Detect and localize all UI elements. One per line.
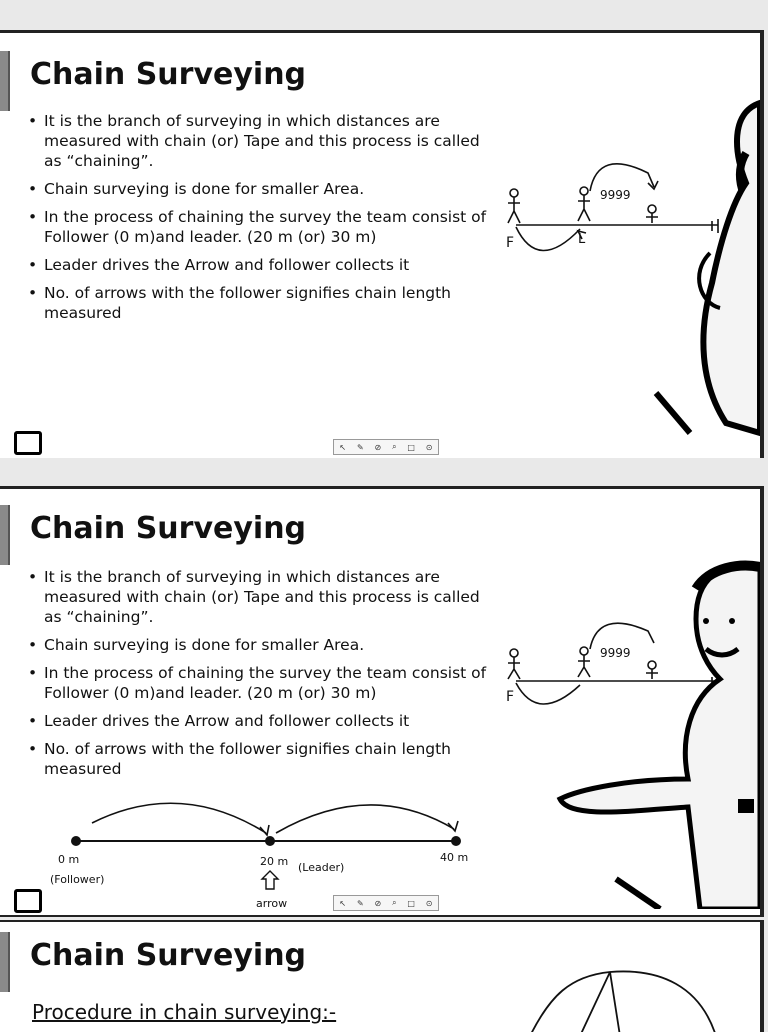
label-follower: (Follower) xyxy=(50,873,104,886)
corner-square-icon xyxy=(14,889,42,913)
slides-icon[interactable]: □ xyxy=(407,442,415,452)
up-arrow-icon xyxy=(260,870,280,890)
label-arrow: arrow xyxy=(256,897,287,909)
eraser-icon[interactable]: ⊘ xyxy=(374,898,382,908)
slide-1: Chain Surveying It is the branch of surv… xyxy=(0,30,764,458)
bullet-item: Chain surveying is done for smaller Area… xyxy=(28,635,488,655)
corner-square-icon xyxy=(14,431,42,455)
polygon-sketch xyxy=(531,970,716,1032)
slide-3: Chain Surveying Procedure in chain surve… xyxy=(0,920,764,1032)
bullet-item: No. of arrows with the follower signifie… xyxy=(28,283,488,323)
follower-mark: F xyxy=(506,235,514,251)
slide-title: Chain Surveying xyxy=(30,57,307,92)
label-40m: 40 m xyxy=(440,851,468,864)
options-icon[interactable]: ⊙ xyxy=(425,442,433,452)
bullet-list: It is the branch of surveying in which d… xyxy=(28,567,488,787)
bullet-item: It is the branch of surveying in which d… xyxy=(28,111,488,171)
chain-distance-diagram: 0 m 20 m 40 m (Follower) (Leader) arrow xyxy=(50,802,468,909)
slides-icon[interactable]: □ xyxy=(407,898,415,908)
pen-icon[interactable]: ✎ xyxy=(356,898,364,908)
bullet-item: Chain surveying is done for smaller Area… xyxy=(28,179,488,199)
pointer-icon[interactable]: ↖ xyxy=(339,898,347,908)
pointer-icon[interactable]: ↖ xyxy=(339,442,347,452)
zoom-icon[interactable]: ⌕ xyxy=(392,442,397,451)
slide-title: Chain Surveying xyxy=(30,938,307,973)
options-icon[interactable]: ⊙ xyxy=(425,898,433,908)
eraser-icon[interactable]: ⊘ xyxy=(374,442,382,452)
bullet-list: It is the branch of surveying in which d… xyxy=(28,111,488,331)
pen-icon[interactable]: ✎ xyxy=(356,442,364,452)
bullet-item: It is the branch of surveying in which d… xyxy=(28,567,488,627)
arrows-note: 9999 xyxy=(600,188,631,202)
follower-mark: F xyxy=(506,689,514,705)
bullet-item: Leader drives the Arrow and follower col… xyxy=(28,711,488,731)
title-accent-bar xyxy=(0,505,10,565)
chaining-sketch: F L 9999 xyxy=(506,163,719,252)
bullet-item: In the process of chaining the survey th… xyxy=(28,207,488,247)
presenter-silhouette xyxy=(556,560,760,909)
presentation-toolbar[interactable]: ↖ ✎ ⊘ ⌕ □ ⊙ xyxy=(333,895,439,911)
zoom-icon[interactable]: ⌕ xyxy=(392,898,397,907)
leader-mark: L xyxy=(578,232,586,247)
bullet-item: No. of arrows with the follower signifie… xyxy=(28,739,488,779)
slide-2: Chain Surveying It is the branch of surv… xyxy=(0,486,764,917)
presenter-silhouette xyxy=(653,99,760,437)
label-20m: 20 m xyxy=(260,855,288,868)
arrows-note: 9999 xyxy=(600,646,631,660)
chaining-sketch: F 9999 xyxy=(506,622,719,705)
bullet-item: In the process of chaining the survey th… xyxy=(28,663,488,703)
label-0m: 0 m xyxy=(58,853,79,866)
bullet-item: Leader drives the Arrow and follower col… xyxy=(28,255,488,275)
label-leader: (Leader) xyxy=(298,861,344,874)
title-accent-bar xyxy=(0,51,10,111)
slide-subtitle: Procedure in chain surveying:- xyxy=(32,1000,337,1024)
presentation-toolbar[interactable]: ↖ ✎ ⊘ ⌕ □ ⊙ xyxy=(333,439,439,455)
slide-title: Chain Surveying xyxy=(30,511,307,546)
title-accent-bar xyxy=(0,932,10,992)
